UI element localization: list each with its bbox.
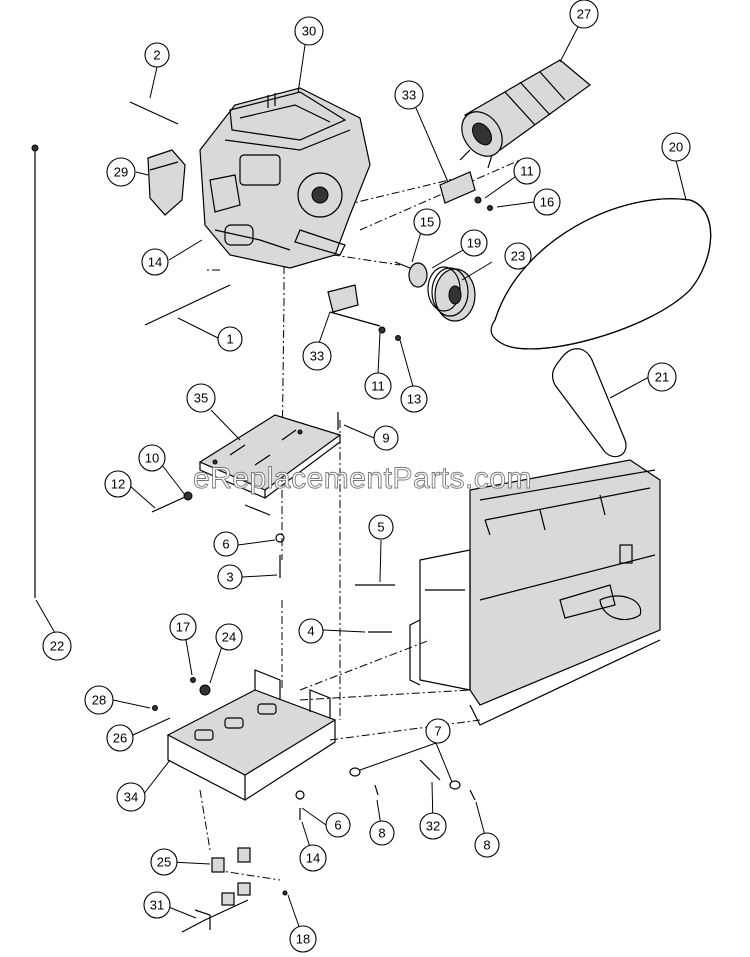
svg-text:16: 16 [540,195,554,210]
callout-28: 28 [84,685,114,715]
callout-8-left: 8 [369,820,395,846]
callout-14-lower: 14 [299,844,327,872]
fasteners [151,412,395,633]
wiring-harness [181,847,251,933]
callout-2: 2 [144,42,170,68]
callout-14-upper: 14 [141,248,169,276]
svg-text:11: 11 [371,379,385,394]
svg-text:28: 28 [92,693,106,708]
svg-text:27: 27 [577,7,591,22]
pulley-assembly [394,261,476,322]
lower-tray [152,669,337,801]
callout-6-lower: 6 [325,812,351,838]
callout-30: 30 [294,16,324,46]
svg-text:24: 24 [222,630,236,645]
svg-text:2: 2 [153,48,160,63]
engine-mount-plate [198,414,342,516]
callout-18: 18 [289,925,317,953]
svg-text:32: 32 [426,819,440,834]
svg-text:10: 10 [145,451,159,466]
callout-23: 23 [504,242,532,270]
callout-17: 17 [169,613,197,641]
svg-text:8: 8 [378,826,385,841]
assembly-lines [199,159,521,881]
callout-5: 5 [368,514,394,540]
svg-text:13: 13 [407,392,421,407]
callout-6-upper: 6 [213,531,239,557]
callout-11-lower: 11 [364,372,392,400]
bracket-lower [327,284,401,341]
drive-belts [490,198,712,458]
svg-text:34: 34 [124,790,138,805]
watermark-text: eReplacementParts.com [193,462,532,495]
callout-33-lower: 33 [302,341,332,371]
callout-31: 31 [143,891,171,919]
leader-lines [35,26,687,939]
callout-35: 35 [186,383,216,413]
shroud-cover [147,149,186,216]
svg-text:23: 23 [511,249,525,264]
svg-text:5: 5 [377,520,384,535]
fasteners-lower [282,759,476,896]
svg-text:17: 17 [176,620,190,635]
svg-text:18: 18 [296,932,310,947]
callout-1: 1 [217,326,243,352]
callout-22: 22 [42,631,72,661]
svg-text:15: 15 [420,215,434,230]
svg-text:12: 12 [111,477,125,492]
main-frame [409,459,661,726]
callout-26: 26 [106,724,134,752]
svg-text:3: 3 [226,570,233,585]
callout-12: 12 [104,470,132,498]
rods [31,101,231,598]
svg-text:29: 29 [114,165,128,180]
svg-text:4: 4 [307,624,314,639]
engine-assembly [199,87,371,269]
svg-text:31: 31 [150,898,164,913]
callout-13: 13 [400,385,428,413]
callout-25: 25 [150,848,178,876]
svg-text:25: 25 [157,855,171,870]
svg-text:21: 21 [655,370,669,385]
svg-text:20: 20 [669,140,683,155]
svg-text:6: 6 [222,537,229,552]
svg-text:35: 35 [194,391,208,406]
svg-text:19: 19 [467,236,481,251]
callout-33-upper: 33 [394,80,424,110]
callout-4: 4 [298,618,324,644]
callout-24: 24 [215,623,243,651]
svg-text:30: 30 [302,24,316,39]
callout-21: 21 [647,362,677,392]
callout-27: 27 [569,0,599,29]
callout-34: 34 [116,782,146,812]
svg-text:9: 9 [382,431,389,446]
callout-7: 7 [425,718,451,744]
callout-bubbles: 2 30 27 29 33 11 16 20 14 15 19 23 1 33 … [42,0,691,953]
callout-20: 20 [661,132,691,162]
svg-text:33: 33 [402,88,416,103]
callout-8-right: 8 [474,832,500,858]
callout-3: 3 [217,564,243,590]
callout-11-upper: 11 [513,157,541,185]
callout-29: 29 [106,157,136,187]
callout-10: 10 [138,444,166,472]
svg-text:11: 11 [520,164,534,179]
callout-19: 19 [460,229,488,257]
bracket-upper [439,171,493,211]
muffler-cylinder [459,59,591,169]
svg-text:14: 14 [306,851,320,866]
svg-text:6: 6 [334,818,341,833]
callout-9: 9 [373,425,399,451]
svg-text:7: 7 [434,724,441,739]
svg-text:1: 1 [226,332,233,347]
callout-15: 15 [413,208,441,236]
callout-16: 16 [533,188,561,216]
callout-32: 32 [419,812,447,840]
svg-text:14: 14 [148,255,162,270]
svg-text:26: 26 [113,731,127,746]
svg-text:33: 33 [310,349,324,364]
svg-text:22: 22 [50,639,64,654]
svg-text:8: 8 [483,838,490,853]
